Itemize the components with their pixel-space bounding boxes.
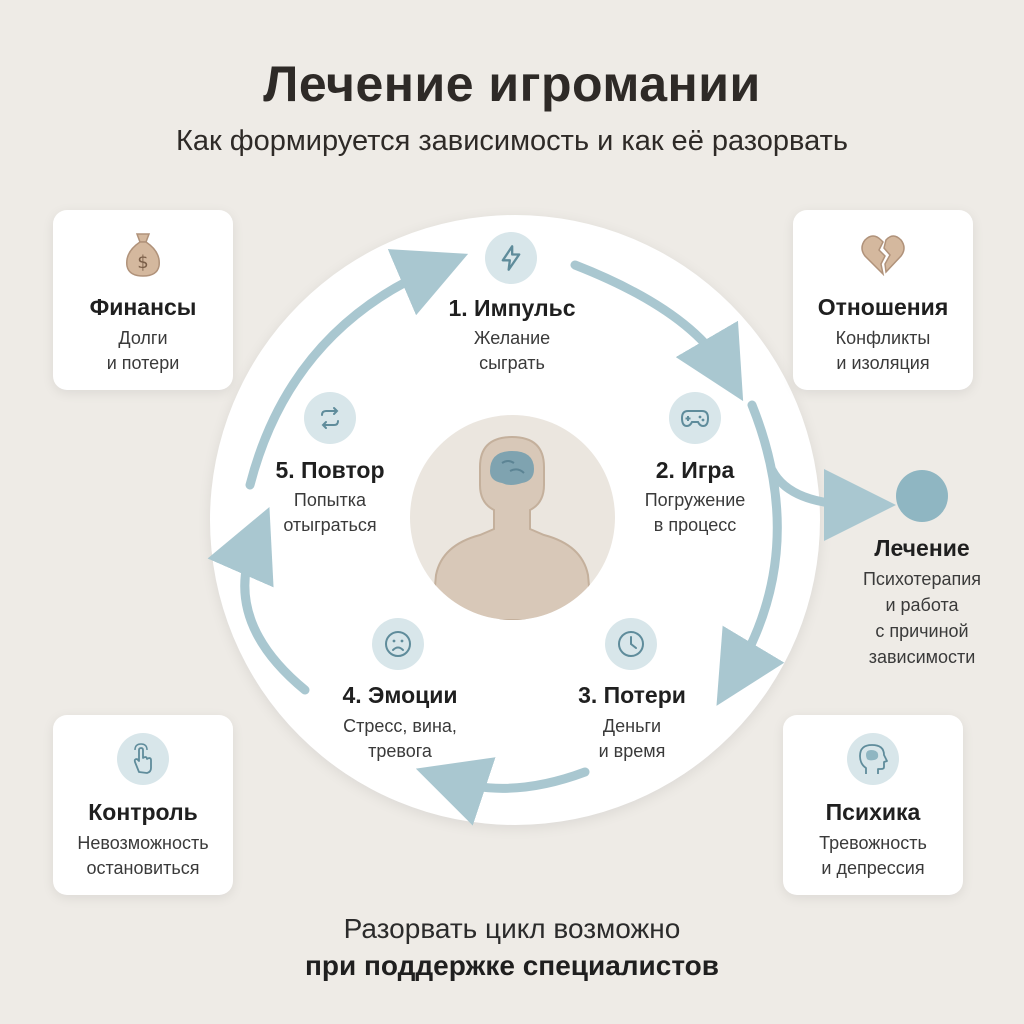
arrow-loss-to-emotion xyxy=(415,757,590,826)
center-circle xyxy=(410,415,615,620)
person-brain-icon xyxy=(430,435,594,620)
money-bag-icon: $ xyxy=(117,228,169,280)
step-4-title: 4. Эмоции xyxy=(342,682,458,708)
arrow-emotion-to-repeat xyxy=(207,507,310,695)
step-2-title: 2. Игра xyxy=(655,457,735,483)
arrow-to-treatment xyxy=(767,465,896,541)
head-brain-icon xyxy=(847,733,899,785)
page-title: Лечение игромании xyxy=(263,56,761,112)
card-psyche-title: Психика xyxy=(825,799,921,825)
card-relations-title: Отношения xyxy=(817,294,949,320)
arrow-repeat-to-impulse xyxy=(245,249,469,490)
treatment-desc: Психотерапия и работа с причиной зависим… xyxy=(862,569,982,667)
step-5-title: 5. Повтор xyxy=(275,457,385,483)
repeat-icon xyxy=(304,392,356,444)
step-4-desc: Стресс, вина,тревога xyxy=(343,716,457,761)
card-finance-title: Финансы xyxy=(89,294,197,320)
treatment-title: Лечение xyxy=(874,535,970,561)
clock-icon xyxy=(605,618,657,670)
step-1-title: 1. Импульс xyxy=(448,295,576,321)
hand-pointer-icon xyxy=(117,733,169,785)
footer-line-1: Разорвать цикл возможно xyxy=(343,913,681,944)
card-control-title: Контроль xyxy=(88,799,198,825)
page-subtitle: Как формируется зависимость и как её раз… xyxy=(175,125,848,157)
arrow-game-to-loss xyxy=(716,400,785,706)
step-3-title: 3. Потери xyxy=(578,682,686,708)
treatment-dot xyxy=(896,470,948,522)
lightning-icon xyxy=(485,232,537,284)
broken-heart-icon xyxy=(857,228,909,280)
sad-face-icon xyxy=(372,618,424,670)
arrow-impulse-to-game xyxy=(570,260,744,402)
gamepad-icon xyxy=(669,392,721,444)
svg-text:$: $ xyxy=(137,252,148,273)
footer-line-2: при поддержке специалистов xyxy=(304,950,719,981)
